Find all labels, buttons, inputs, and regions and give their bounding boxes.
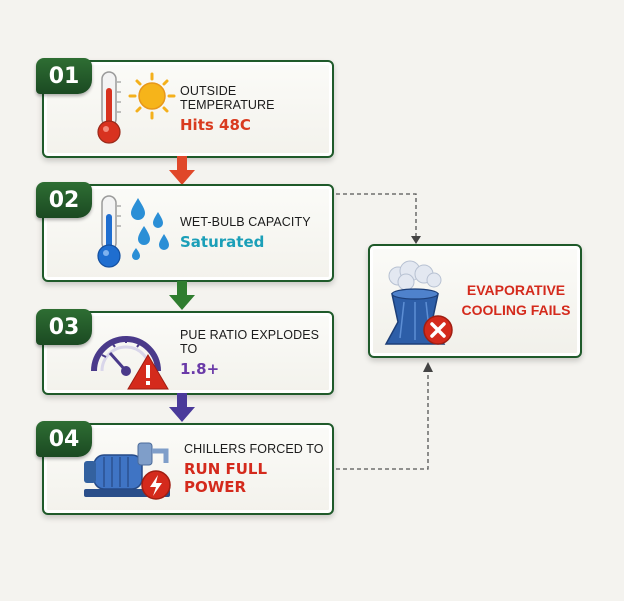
step-number-badge: 01 [36, 58, 92, 94]
connector-step2-to-outcome [336, 193, 417, 242]
down-arrow-icon [169, 393, 195, 422]
step-card-1: 01 [36, 58, 334, 158]
thermometer-sun-icon [88, 68, 178, 148]
step-text: OUTSIDE TEMPERATURE Hits 48C [180, 62, 324, 156]
connector-arrowhead-top [411, 236, 421, 244]
step-card-4: 04 CHILLERS FORCED TO RUN FULL POW [36, 421, 334, 515]
step-heading: OUTSIDE TEMPERATURE [180, 84, 275, 112]
step-text: CHILLERS FORCED TO RUN FULL POWER [184, 425, 324, 513]
step-text: PUE RATIO EXPLODES TO 1.8+ [180, 313, 324, 393]
down-arrow-icon [169, 156, 195, 185]
chiller-pump-icon [80, 429, 176, 509]
step-value: RUN FULL POWER [184, 460, 268, 496]
step-value: Saturated [180, 233, 265, 251]
down-arrow-icon [169, 281, 195, 310]
step-text: WET-BULB CAPACITY Saturated [180, 186, 324, 280]
step-card-2: 02 WET-BULB CAPACITY Sa [36, 182, 334, 282]
connector-step4-to-outcome [336, 368, 429, 470]
step-heading: WET-BULB CAPACITY [180, 215, 311, 229]
outcome-text: EVAPORATIVE COOLING FAILS [456, 280, 576, 320]
step-card-3: 03 PUE RATIO EXPLODES TO 1.8+ [36, 309, 334, 395]
step-value: Hits 48C [180, 116, 251, 134]
thermometer-droplets-icon [88, 192, 178, 272]
cooling-tower-fail-icon [378, 260, 462, 352]
step-heading: CHILLERS FORCED TO [184, 442, 324, 456]
step-number-badge: 02 [36, 182, 92, 218]
outcome-line-1: EVAPORATIVE [466, 282, 566, 298]
connector-arrowhead-bottom [423, 362, 433, 372]
outcome-line-2: COOLING FAILS [461, 302, 571, 318]
step-number-badge: 04 [36, 421, 92, 457]
step-number-badge: 03 [36, 309, 92, 345]
outcome-card: EVAPORATIVE COOLING FAILS [368, 244, 582, 358]
gauge-warning-icon [88, 315, 178, 395]
step-value: 1.8+ [180, 360, 220, 378]
step-heading: PUE RATIO EXPLODES TO [180, 328, 320, 356]
